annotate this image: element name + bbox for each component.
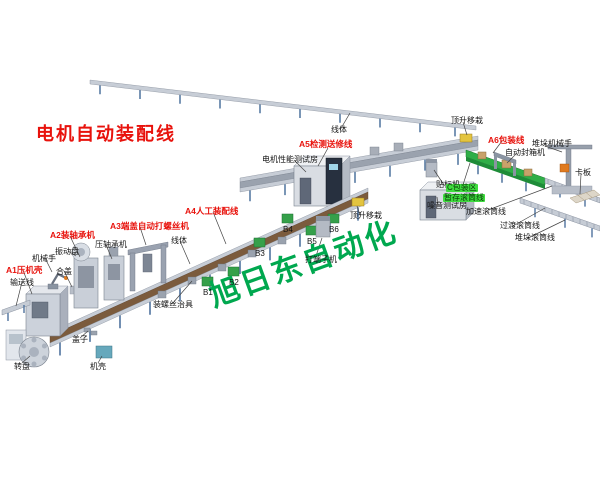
label-b6: B6 [329,225,339,234]
label-b4: B4 [283,225,293,234]
label-cover-part: 盖子 [72,335,88,344]
label-stack-roller-line: 堆垛滚筒线 [515,233,555,242]
motor-test-room [293,155,351,207]
label-close-cover: 合盖 [56,267,72,276]
label-stacking-robot: 堆垛机械手 [532,139,572,148]
label-b3: B3 [255,249,265,258]
terminal-machine [315,216,331,238]
label-a4-line: A4人工装配线 [185,206,239,216]
feed-conveyor-graphic [1,299,31,321]
label-lift-transfer-top: 顶升移栽 [451,116,483,125]
label-turntable: 转盘 [14,362,30,371]
station-bin [227,266,240,277]
label-line-body-mid: 线体 [171,236,187,245]
label-transition-roller-line: 过渡滚筒线 [500,221,540,230]
return-conveyor [89,79,477,137]
label-c-pack-area: C包装区 [446,183,478,193]
label-robot-arm: 机械手 [32,254,56,263]
diagram-title: 电机自动装配线 [36,124,176,144]
packing-conveyor-green [465,149,546,192]
label-a1-machine: A1压机壳 [6,265,43,275]
screw-fixtures [157,236,287,299]
label-a6-line: A6包装线 [488,135,525,145]
label-screw-fixture: 装螺丝治具 [153,300,193,309]
label-vibration-bowl: 振动盘 [55,247,79,256]
label-motor-test-room: 电机性能测试房 [262,155,318,164]
label-buffer-roller-line: 暂存滚筒线 [443,193,485,203]
pallet [569,189,600,204]
label-bearing-press: 压轴承机 [95,240,127,249]
label-b2: B2 [229,278,239,287]
label-a3-machine: A3端盖自动打螺丝机 [110,221,189,231]
label-line-body-top: 线体 [331,125,347,134]
leader-lines [15,112,582,364]
lift-transfer-top-unit [459,133,473,143]
stacking-robot [547,144,593,195]
a3-screw-gantry [127,241,169,292]
label-feed-conveyor: 输送线 [10,278,34,287]
a1-press-machine [25,285,69,337]
bearing-press-machine [103,246,125,301]
label-terminal-machine: 打端子机 [305,255,337,264]
a2-bearing-machine [71,242,99,309]
station-bins [201,213,340,287]
sealing-machine [493,151,517,176]
labeler-machine [425,159,438,178]
label-lift-transfer-mid: 顶升移栽 [350,211,382,220]
robot-arm [47,272,68,290]
station-bin [201,276,214,287]
label-noise-test-room: 噪音测试房 [427,201,467,210]
label-b1: B1 [203,288,213,297]
label-pallet: 卡板 [575,168,591,177]
label-a2-machine: A2装轴承机 [50,230,95,240]
label-accel-roller-line: 加速滚筒线 [466,207,506,216]
lift-transfer-mid-unit [351,197,365,207]
main-assembly-line [49,187,369,356]
station-bin [281,213,294,224]
station-bin [253,237,266,248]
label-housing: 机壳 [90,362,106,371]
housing-box [95,345,113,359]
label-auto-sealer: 自动封箱机 [505,148,545,157]
label-b5: B5 [307,237,317,246]
label-a5-line: A5检测送修线 [299,139,353,149]
